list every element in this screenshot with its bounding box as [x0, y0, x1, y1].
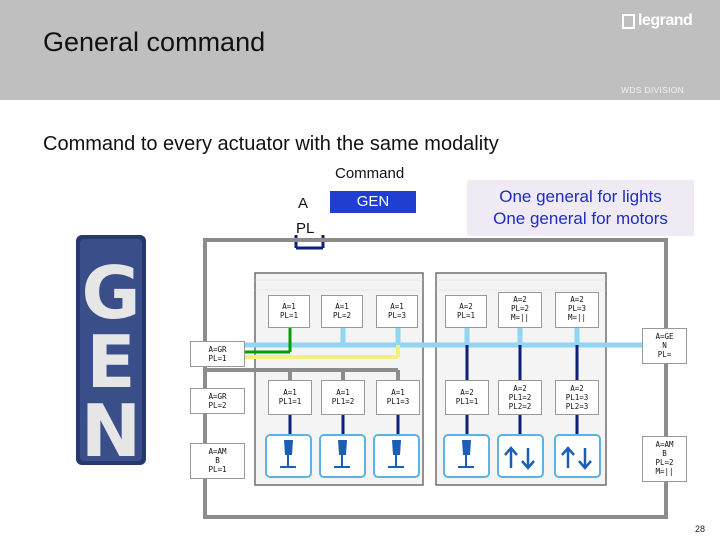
cyan-wire	[245, 328, 650, 348]
lamp-icon	[265, 434, 312, 478]
address-label: A	[298, 195, 309, 212]
legrand-logo-icon	[622, 13, 635, 29]
lamp-icon	[373, 434, 420, 478]
lamp-icon	[319, 434, 366, 478]
logo-text: legrand	[638, 12, 693, 29]
slide-subtitle: Command to every actuator with the same …	[43, 133, 499, 155]
lamp-icon	[443, 434, 490, 478]
gen-sign-image: G E N	[76, 235, 146, 473]
point-label: PL	[296, 220, 315, 237]
callout-line-lights: One general for lights	[499, 187, 662, 206]
navy-drops	[288, 345, 579, 435]
motor-updown-icon	[554, 434, 601, 478]
gray-bus	[203, 238, 668, 519]
header-bar	[0, 0, 720, 100]
green-wire	[245, 328, 292, 354]
yellow-wire	[245, 345, 400, 359]
callout-line-motors: One general for motors	[493, 209, 668, 228]
svg-text:E: E	[86, 320, 135, 404]
division-label: WDS DIVISION	[621, 85, 685, 95]
motor-updown-icon	[497, 434, 544, 478]
command-heading: Command	[335, 165, 405, 182]
frame-grid	[255, 279, 606, 291]
page-number: 28	[695, 524, 706, 534]
svg-text:N: N	[81, 389, 141, 473]
callout-box: One general for lights One general for m…	[467, 180, 694, 236]
legrand-logo: legrand	[622, 10, 693, 32]
page-title: General command	[43, 27, 266, 57]
gen-command-button[interactable]: GEN	[330, 191, 416, 213]
svg-text:G: G	[81, 251, 140, 335]
